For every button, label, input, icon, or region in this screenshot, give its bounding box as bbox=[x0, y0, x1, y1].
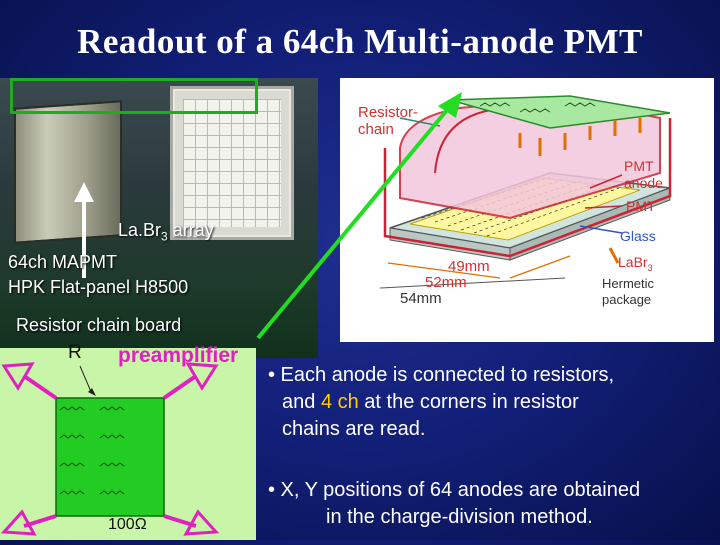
bullet-2: • X, Y positions of 64 anodes are obtain… bbox=[268, 479, 641, 528]
bullet-1: • Each anode is connected to resistors, … bbox=[268, 364, 615, 440]
dim-49mm: 49mm bbox=[448, 258, 490, 275]
slide-title: Readout of a 64ch Multi-anode PMT bbox=[77, 22, 643, 61]
dim-52mm: 52mm bbox=[425, 274, 467, 291]
resistor-value-label: 100Ω bbox=[108, 516, 147, 533]
schematic-drawing bbox=[0, 362, 220, 536]
labr3-array-label: La.Br3 array bbox=[118, 220, 214, 244]
dim-54mm: 54mm bbox=[400, 290, 442, 307]
pmt-label: PMT bbox=[626, 198, 656, 214]
resistor-chain-label: Resistor-chain bbox=[358, 104, 419, 138]
resistor-chain-box bbox=[10, 78, 258, 114]
preamplifier-label: preamplifier bbox=[118, 344, 239, 367]
hpk-label: HPK Flat-panel H8500 bbox=[8, 277, 189, 297]
mapmt-label: 64ch MAPMT bbox=[8, 252, 118, 272]
photo-arrow bbox=[74, 182, 94, 278]
resistor-r-label: R bbox=[68, 342, 82, 363]
labr3-label: LaBr3 bbox=[618, 254, 653, 273]
resistor-chain-label: Resistor chain board bbox=[16, 315, 182, 335]
glass-label: Glass bbox=[620, 228, 656, 244]
resistor-chain-schematic: R preamplifier 100Ω bbox=[0, 342, 256, 540]
